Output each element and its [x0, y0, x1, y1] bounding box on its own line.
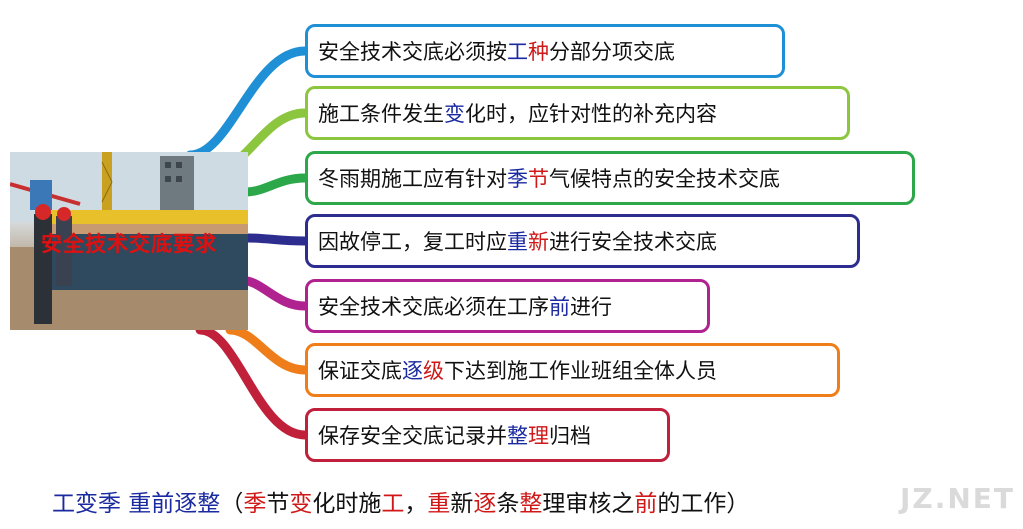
- summary-segment: 化时施: [312, 491, 382, 517]
- summary-segment: 条: [496, 491, 520, 517]
- summary-segment: 的工作）: [657, 491, 750, 517]
- node-text-segment: 进行: [570, 295, 612, 319]
- node-text-segment: 新: [528, 230, 549, 254]
- mindmap-node-6: 保证交底逐级下达到施工作业班组全体人员: [305, 343, 840, 397]
- node-text-segment: 保证交底: [318, 359, 402, 383]
- summary-segment: ，: [404, 491, 428, 517]
- node-text-segment: 安全技术交底必须在工序: [318, 295, 549, 319]
- summary-segment: 逐: [473, 491, 497, 517]
- node-text-segment: 季: [507, 167, 528, 191]
- summary-segment: 新: [450, 491, 474, 517]
- node-text-segment: 节: [528, 167, 549, 191]
- mindmap-node-1: 安全技术交底必须按工种分部分项交底: [305, 24, 785, 78]
- node-text-segment: 保存安全交底记录并: [318, 424, 507, 448]
- construction-photo: 安全技术交底要求: [10, 152, 248, 330]
- node-text-segment: 冬雨期施工应有针对: [318, 167, 507, 191]
- branch-line-1: [185, 46, 310, 160]
- node-text-segment: 气候特点的安全技术交底: [549, 167, 780, 191]
- summary-segment: 工变季 重前逐整: [52, 491, 221, 517]
- node-text-segment: 整: [507, 424, 528, 448]
- node-text-segment: 前: [549, 295, 570, 319]
- node-text-segment: 变: [444, 102, 465, 126]
- branch-line-3: [240, 173, 310, 197]
- branch-line-5: [235, 275, 310, 311]
- mindmap-node-2: 施工条件发生变化时，应针对性的补充内容: [305, 86, 850, 140]
- summary-segment: 季: [243, 491, 267, 517]
- photo-scene: [10, 152, 248, 330]
- mindmap-node-3: 冬雨期施工应有针对季节气候特点的安全技术交底: [305, 151, 915, 205]
- branch-line-4: [243, 233, 310, 246]
- node-text-segment: 安全技术交底必须按: [318, 40, 507, 64]
- watermark: JZ.NET: [899, 482, 1015, 515]
- node-text-segment: 逐: [402, 359, 423, 383]
- summary-segment: 前: [634, 491, 658, 517]
- node-text-segment: 理: [528, 424, 549, 448]
- node-text-segment: 种: [528, 40, 549, 64]
- mindmap-node-7: 保存安全交底记录并整理归档: [305, 408, 670, 462]
- branch-line-7: [195, 325, 310, 440]
- node-text-segment: 级: [423, 359, 444, 383]
- mindmap-node-4: 因故停工，复工时应重新进行安全技术交底: [305, 214, 860, 268]
- node-text-segment: 化时，应针对性的补充内容: [465, 102, 717, 126]
- node-text-segment: 施工条件发生: [318, 102, 444, 126]
- summary-segment: 整: [519, 491, 543, 517]
- summary-segment: 节: [266, 491, 290, 517]
- summary-line: 工变季 重前逐整（季节变化时施工，重新逐条整理审核之前的工作）: [52, 484, 749, 518]
- node-text-segment: 分部分项交底: [549, 40, 675, 64]
- node-text-segment: 进行安全技术交底: [549, 230, 717, 254]
- summary-segment: 工: [381, 491, 405, 517]
- summary-segment: 重: [427, 491, 451, 517]
- node-text-segment: 工: [507, 40, 528, 64]
- summary-segment: 变: [289, 491, 313, 517]
- mindmap-node-5: 安全技术交底必须在工序前进行: [305, 279, 710, 333]
- summary-segment: 理审核之: [542, 491, 635, 517]
- photo-caption: 安全技术交底要求: [41, 231, 217, 256]
- node-text-segment: 因故停工，复工时应: [318, 230, 507, 254]
- summary-segment: （: [220, 491, 244, 517]
- node-text-segment: 归档: [549, 424, 591, 448]
- node-text-segment: 下达到施工作业班组全体人员: [444, 359, 717, 383]
- branch-line-6: [225, 325, 310, 375]
- node-text-segment: 重: [507, 230, 528, 254]
